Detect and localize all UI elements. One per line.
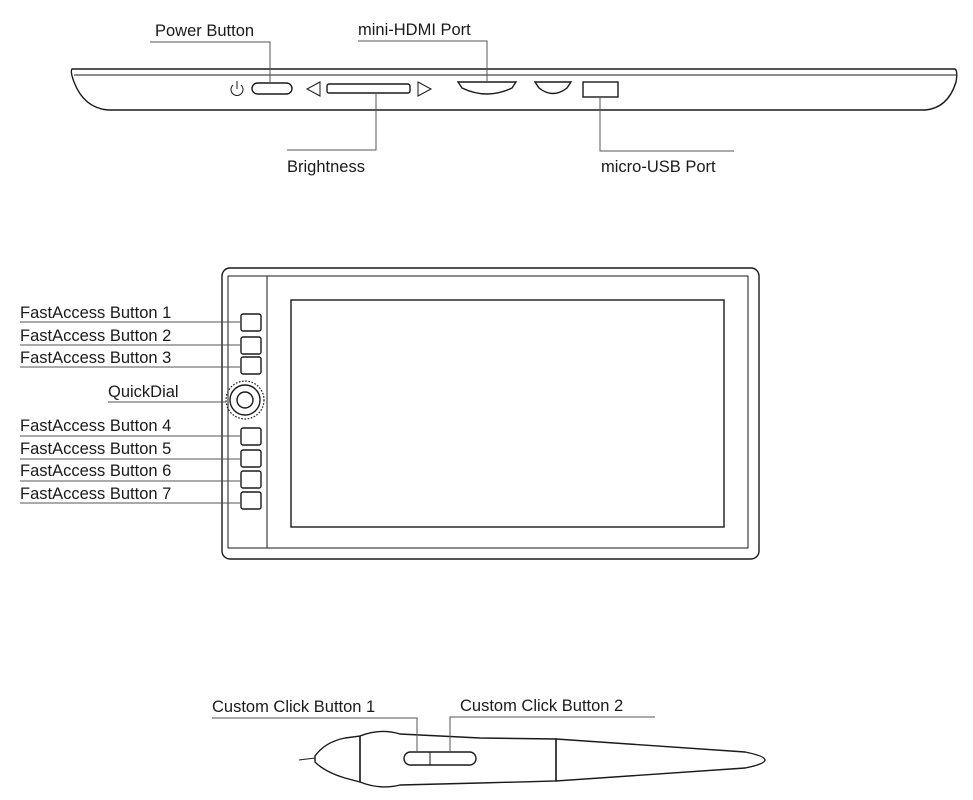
brightness-slider [326, 83, 411, 94]
front-view: FastAccess Button 1 FastAccess Button 2 … [20, 267, 760, 560]
side-port [533, 81, 573, 95]
fastaccess-button-2-label: FastAccess Button 2 [20, 327, 171, 345]
tablet-outer-frame [221, 267, 760, 560]
pen-barrel [555, 738, 766, 782]
brightness-label: Brightness [287, 158, 365, 176]
power-button-leader [150, 41, 271, 83]
quickdial [225, 380, 265, 420]
fastaccess-button-1-label: FastAccess Button 1 [20, 304, 171, 322]
custom-click-button-1-label: Custom Click Button 1 [212, 698, 375, 716]
mini-hdmi-port [456, 81, 518, 95]
micro-usb-port [582, 81, 619, 98]
fastaccess-button-6-label: FastAccess Button 6 [20, 462, 171, 480]
power-button [251, 82, 293, 95]
custom-click-2-leader [449, 716, 655, 752]
custom-click-1-leader [212, 717, 418, 752]
mini-hdmi-leader [358, 40, 488, 82]
fastaccess-button-3-label: FastAccess Button 3 [20, 349, 171, 367]
fastaccess-button-7 [240, 491, 262, 510]
fastaccess-button-3 [240, 356, 262, 375]
pen: Custom Click Button 1 Custom Click Butto… [212, 697, 766, 788]
left-arrow-icon [305, 81, 321, 97]
mini-hdmi-port-label: mini-HDMI Port [358, 21, 471, 39]
pen-tip [298, 757, 316, 761]
fastaccess-button-6 [240, 470, 262, 489]
fastaccess-button-7-label: FastAccess Button 7 [20, 485, 171, 503]
fastaccess-button-4-label: FastAccess Button 4 [20, 417, 171, 435]
custom-click-button-2-label: Custom Click Button 2 [460, 697, 623, 715]
right-arrow-icon [417, 81, 433, 97]
brightness-leader [287, 93, 377, 151]
tablet-top-edge [70, 68, 958, 111]
top-view: Power Button mini-HDMI Port Brightness m… [70, 21, 958, 176]
micro-usb-port-label: micro-USB Port [601, 158, 716, 176]
fastaccess-button-5 [240, 449, 262, 468]
custom-click-button-housing [403, 751, 477, 766]
fastaccess-button-2 [240, 336, 262, 355]
pen-grip [359, 730, 557, 788]
power-icon [230, 81, 244, 96]
fastaccess-button-4 [240, 427, 262, 446]
pen-nose [314, 735, 361, 783]
display-screen [290, 299, 725, 528]
tablet-inner-frame [227, 275, 749, 549]
micro-usb-leader [599, 97, 734, 152]
fastaccess-button-1 [240, 313, 262, 332]
fastaccess-button-5-label: FastAccess Button 5 [20, 440, 171, 458]
quickdial-label: QuickDial [108, 383, 179, 401]
power-button-label: Power Button [155, 22, 254, 40]
